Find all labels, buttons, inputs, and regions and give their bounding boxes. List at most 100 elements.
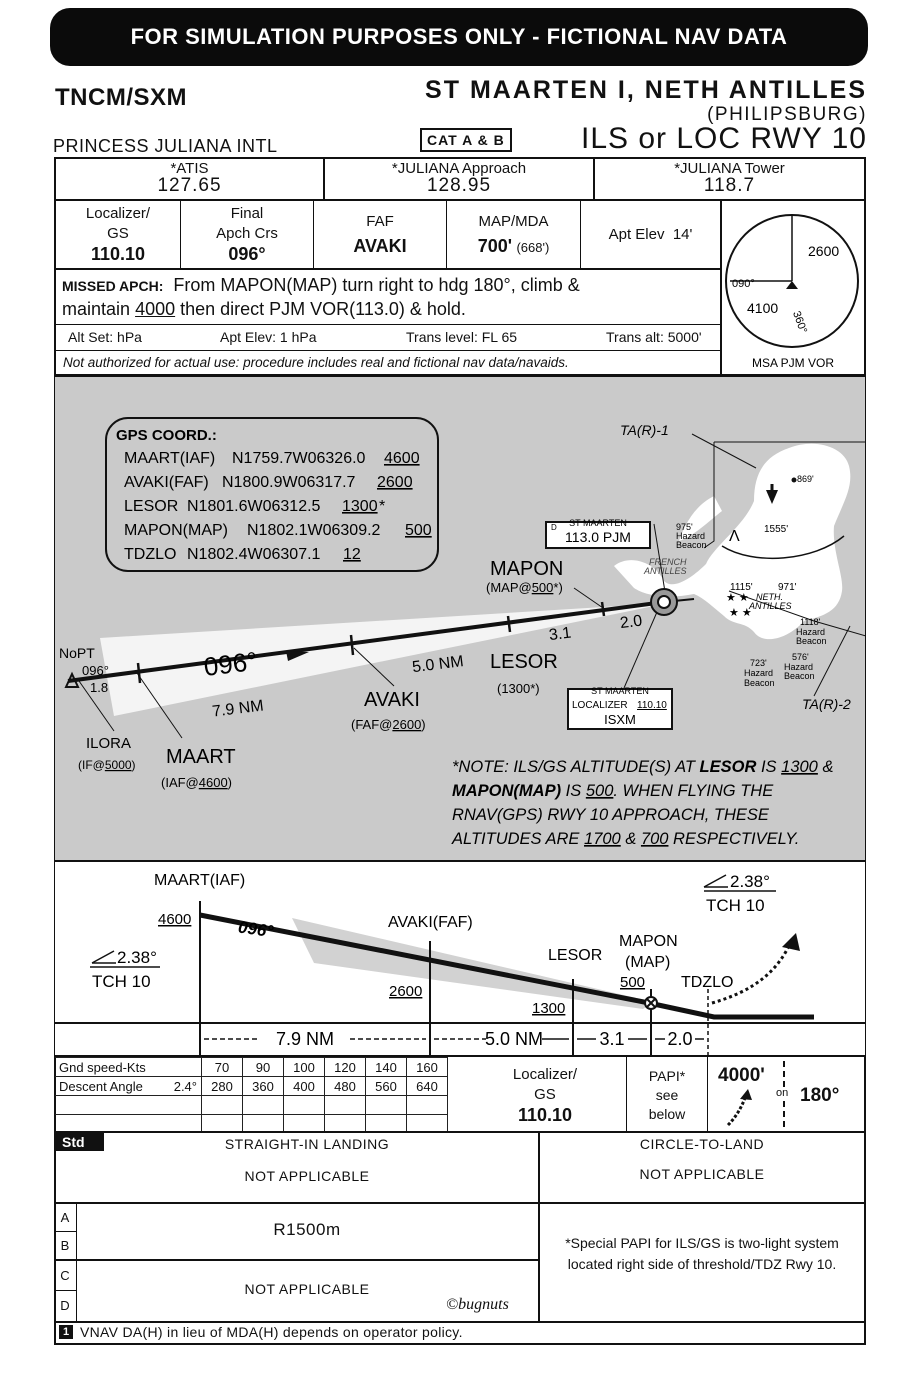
mapon-leader bbox=[573, 587, 607, 611]
msa-alt-2600: 2600 bbox=[808, 243, 839, 259]
msa-arrow bbox=[786, 281, 798, 289]
avaki-tick bbox=[349, 634, 355, 656]
briefing-map-mda: MAP/MDA 700' (668') bbox=[477, 212, 550, 256]
msa-diagram: 2600 4100 090° 360° MSA PJM VOR bbox=[725, 214, 859, 370]
svg-text:ST MAARTEN: ST MAARTEN bbox=[591, 686, 649, 696]
cat-b: B bbox=[60, 1238, 70, 1253]
svg-text:NETH.: NETH. bbox=[756, 592, 783, 602]
ilora-label: ILORA bbox=[86, 735, 131, 752]
plan-note-line4: ALTITUDES ARE 1700 & 700 RESPECTIVELY. bbox=[451, 830, 799, 848]
obstacle-1555: 1555' bbox=[764, 524, 788, 535]
svg-text:Hazard: Hazard bbox=[676, 531, 705, 541]
svg-text:TCH 10: TCH 10 bbox=[706, 896, 765, 915]
svg-text:ST MAARTEN: ST MAARTEN bbox=[569, 518, 627, 528]
svg-text:Beacon: Beacon bbox=[796, 636, 827, 646]
vor-box bbox=[545, 521, 651, 549]
profile-path bbox=[199, 912, 814, 1020]
profile-dist-3: 3.1 bbox=[599, 1029, 624, 1049]
svg-text:1.8: 1.8 bbox=[90, 680, 108, 695]
vor-freq: 113.0 PJM bbox=[565, 529, 631, 545]
svg-text:ANTILLES: ANTILLES bbox=[643, 566, 687, 576]
location: ST MAARTEN I, NETH ANTILLES bbox=[425, 76, 867, 104]
ils-feather bbox=[100, 603, 669, 716]
profile-maart: MAART(IAF) bbox=[154, 872, 245, 889]
cat-a: A bbox=[60, 1210, 70, 1225]
gps-title: GPS COORD.: bbox=[116, 427, 217, 444]
gps-row-alt: 1300 bbox=[342, 498, 378, 515]
cat-ab-minimum: R1500m bbox=[273, 1220, 341, 1239]
gps-row-coord: N1802.4W06307.1 bbox=[187, 546, 321, 563]
ta2-label: TA(R)-2 bbox=[802, 696, 851, 712]
gps-row-alt: 500 bbox=[405, 522, 432, 539]
msa-brg-360: 360° bbox=[790, 310, 809, 335]
svg-text:(IF@5000): (IF@5000) bbox=[78, 758, 136, 772]
msa-brg-090: 090° bbox=[732, 278, 755, 290]
circle-header: CIRCLE-TO-LAND bbox=[639, 1136, 765, 1152]
vor-leader bbox=[653, 523, 667, 599]
svg-text:(MAP): (MAP) bbox=[625, 954, 670, 971]
svg-text:2.38°: 2.38° bbox=[730, 872, 770, 891]
briefing-faf: FAF AVAKI bbox=[353, 212, 407, 256]
plan-note-line2: MAPON(MAP) IS 500. WHEN FLYING THE bbox=[452, 782, 774, 800]
gps-row-coord: N1802.1W06309.2 bbox=[247, 522, 381, 539]
circle-na: NOT APPLICABLE bbox=[639, 1166, 765, 1182]
footnote-row bbox=[54, 1321, 866, 1345]
ilora-leader bbox=[78, 680, 115, 732]
gps-row-fix: TDZLO bbox=[124, 546, 176, 563]
mapon-tick bbox=[600, 601, 606, 617]
obstacle-971: 971' bbox=[778, 582, 797, 593]
obstacle-869: 869' bbox=[797, 474, 814, 484]
svg-text:(MAP@500*): (MAP@500*) bbox=[486, 580, 563, 595]
svg-text:Hazard: Hazard bbox=[744, 668, 773, 678]
svg-text:D: D bbox=[551, 523, 557, 532]
profile-view: MAART(IAF) 4600 096° AVAKI(FAF) 2600 LES… bbox=[54, 861, 866, 1057]
avaki-leader bbox=[353, 647, 395, 687]
island-landmass bbox=[614, 443, 851, 640]
svg-text:FRENCH: FRENCH bbox=[649, 557, 687, 567]
svg-text:Beacon: Beacon bbox=[784, 671, 815, 681]
ta-boundary-1 bbox=[703, 442, 715, 549]
briefing-apt-elev: Apt Elev 14' bbox=[608, 226, 693, 243]
papi-footnote: *Special PAPI for ILS/GS is two-light sy… bbox=[565, 1235, 839, 1272]
ilora-triangle bbox=[64, 671, 80, 688]
obstacle-975: 975' bbox=[676, 522, 693, 532]
restricted-symbol: Λ bbox=[729, 528, 740, 545]
briefing-localizer: Localizer/ GS 110.10 bbox=[85, 205, 151, 264]
lesor-tick bbox=[506, 615, 512, 633]
svg-text:LOCALIZER: LOCALIZER bbox=[572, 700, 628, 711]
svg-text:ANTILLES: ANTILLES bbox=[748, 601, 792, 611]
gps-row-fix: MAART(IAF) bbox=[124, 450, 215, 467]
obstacle-stars: ★ ★ bbox=[726, 592, 749, 604]
freq-atis: *ATIS 127.65 bbox=[157, 160, 222, 196]
groundspeed-table: Gnd speed-Kts 70 90 100 120 140 160 Desc… bbox=[55, 1057, 448, 1133]
airport-ident: TNCM/SXM bbox=[55, 84, 187, 111]
std-tag: Std bbox=[56, 1133, 104, 1151]
gs-angle-left: 2.38° TCH 10 bbox=[90, 948, 160, 991]
profile-mapon: MAPON bbox=[619, 933, 678, 950]
obstacle-576: 576' bbox=[792, 652, 809, 662]
avaki-label: AVAKI bbox=[364, 689, 420, 711]
obstacle-1118: 1118' bbox=[800, 617, 821, 627]
svg-text:096°: 096° bbox=[82, 663, 109, 678]
missed-approach-arrow bbox=[711, 938, 794, 1005]
cat-cd-minimum: NOT APPLICABLE bbox=[244, 1281, 370, 1297]
lower-localizer: Localizer/ GS 110.10 bbox=[512, 1065, 578, 1125]
profile-avaki: AVAKI(FAF) bbox=[388, 914, 473, 931]
airport-name: PRINCESS JULIANA INTL bbox=[53, 136, 278, 156]
credit: ©bugnuts bbox=[446, 1296, 509, 1313]
simulation-banner: FOR SIMULATION PURPOSES ONLY - FICTIONAL… bbox=[50, 8, 868, 66]
svg-text:*: * bbox=[379, 498, 385, 515]
straight-in-na: NOT APPLICABLE bbox=[244, 1168, 370, 1184]
maart-tick bbox=[136, 662, 142, 684]
lesor-label: LESOR bbox=[490, 651, 558, 673]
profile-maart-alt: 4600 bbox=[158, 911, 191, 928]
localizer-ident: ISXM bbox=[604, 712, 636, 727]
profile-avaki-alt: 2600 bbox=[389, 983, 422, 1000]
profile-dist-4: 2.0 bbox=[667, 1029, 692, 1049]
city: (PHILIPSBURG) bbox=[707, 104, 867, 125]
gps-row-alt: 12 bbox=[343, 546, 361, 563]
gps-coord-box bbox=[105, 417, 439, 572]
gps-row-coord: N1801.6W06312.5 bbox=[187, 498, 321, 515]
plan-dist-3: 3.1 bbox=[548, 625, 572, 645]
svg-text:110.10: 110.10 bbox=[637, 700, 667, 711]
